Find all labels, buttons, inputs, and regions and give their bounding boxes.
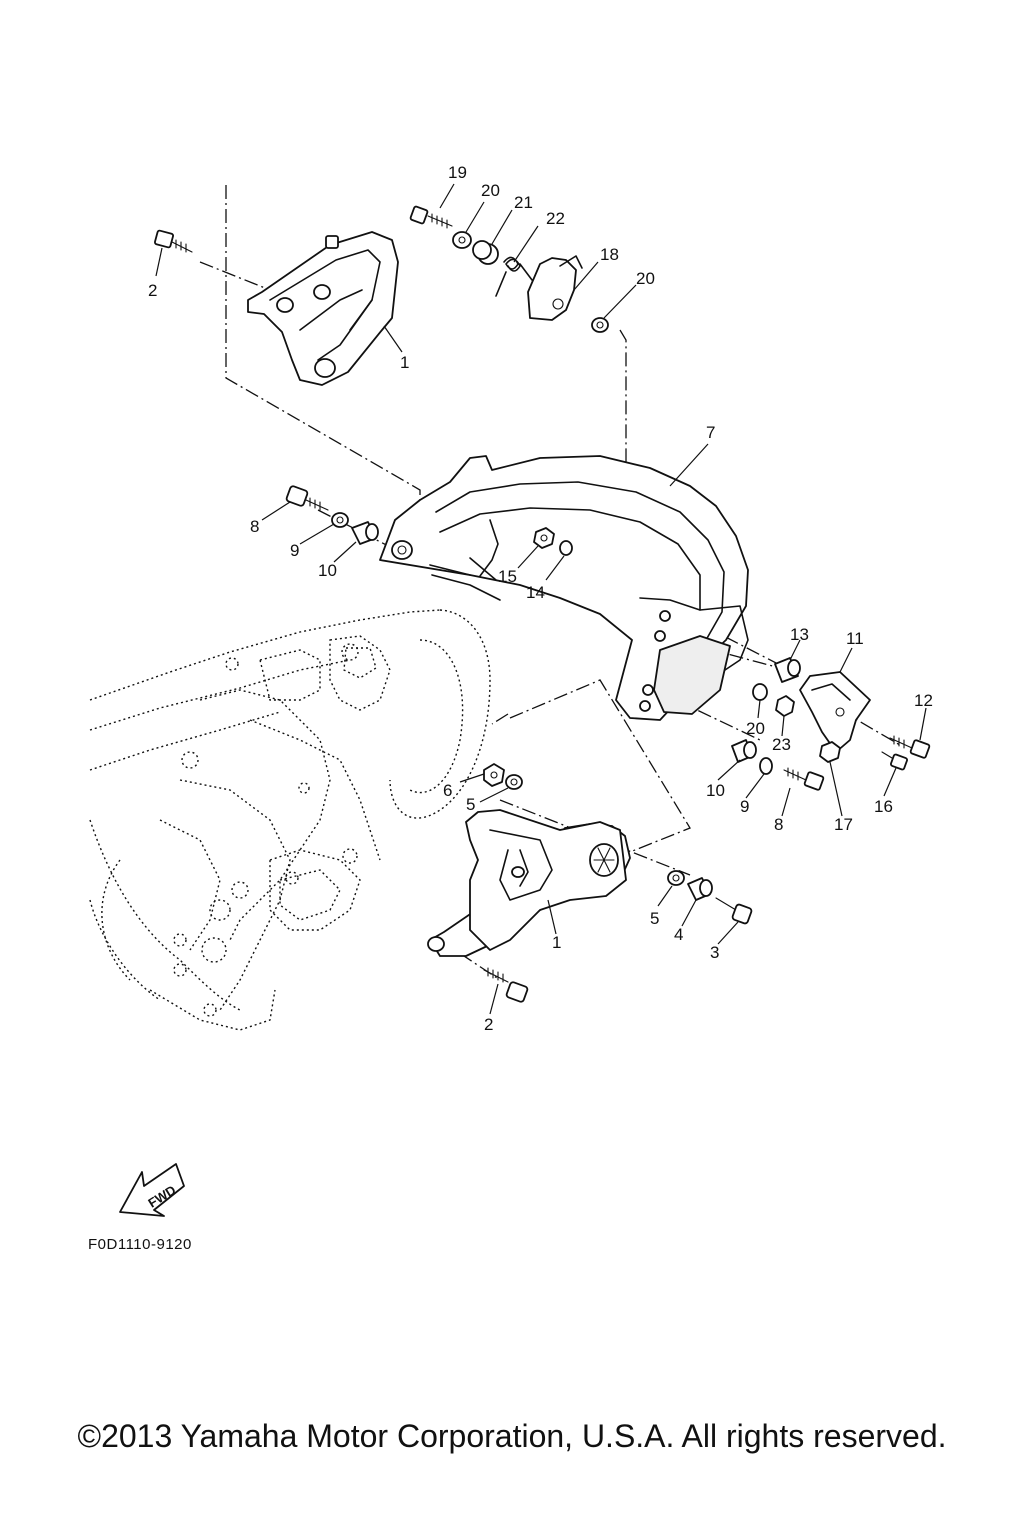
- callout-8: 8: [250, 517, 259, 536]
- callout-9: 9: [290, 541, 299, 560]
- callout-3: 3: [710, 943, 719, 962]
- callout-10: 10: [318, 561, 337, 580]
- callout-13: 13: [790, 625, 809, 644]
- callout-10: 10: [706, 781, 725, 800]
- callout-15: 15: [498, 567, 517, 586]
- lower-bracket-part: [427, 809, 631, 957]
- callout-labels: 19 20 21 22 18 20 2 1 7 8 9 10 15 14 13 …: [148, 163, 933, 1034]
- callout-2: 2: [484, 1015, 493, 1034]
- callout-7: 7: [706, 423, 715, 442]
- callout-4: 4: [674, 925, 683, 944]
- jet-pump-housing: [89, 609, 491, 1031]
- copyright-notice: ©2013 Yamaha Motor Corporation, U.S.A. A…: [77, 1418, 947, 1454]
- callout-12: 12: [914, 691, 933, 710]
- right-hardware: [731, 657, 931, 791]
- callout-23: 23: [772, 735, 791, 754]
- nozzle-deflector-part: [379, 455, 749, 721]
- bolt-2-upper: [154, 229, 193, 253]
- callout-20: 20: [481, 181, 500, 200]
- callout-17: 17: [834, 815, 853, 834]
- callout-20: 20: [746, 719, 765, 738]
- upper-bracket-part: [247, 231, 399, 386]
- callout-20: 20: [636, 269, 655, 288]
- callout-18: 18: [600, 245, 619, 264]
- callout-2: 2: [148, 281, 157, 300]
- lower-hardware: [483, 763, 753, 1003]
- leader-lines: [155, 183, 927, 1015]
- callout-6: 6: [443, 781, 452, 800]
- nut-washer-mid: [533, 527, 573, 556]
- callout-22: 22: [546, 209, 565, 228]
- upper-hardware: [409, 205, 609, 333]
- callout-11: 11: [846, 629, 864, 648]
- callout-5: 5: [466, 795, 475, 814]
- fwd-direction-arrow: FWD: [119, 1163, 185, 1217]
- figure-code: F0D1110-9120: [88, 1236, 192, 1253]
- callout-1: 1: [400, 353, 409, 372]
- callout-8: 8: [774, 815, 783, 834]
- left-hardware: [285, 485, 379, 545]
- callout-19: 19: [448, 163, 467, 182]
- callout-21: 21: [514, 193, 533, 212]
- callout-16: 16: [874, 797, 893, 816]
- callout-14: 14: [526, 583, 545, 602]
- callout-9: 9: [740, 797, 749, 816]
- callout-5: 5: [650, 909, 659, 928]
- callout-1: 1: [552, 933, 561, 952]
